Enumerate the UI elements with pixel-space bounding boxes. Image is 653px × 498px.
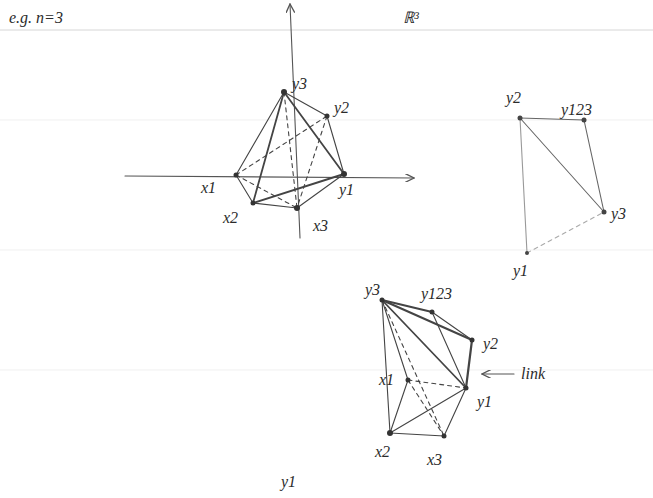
point-label: y1 [280, 474, 297, 490]
note: e.g. n=3 [8, 10, 64, 26]
point-label: x1 [378, 372, 395, 388]
point-label: y123 [420, 286, 453, 302]
point-label: x3 [312, 218, 329, 234]
point-label: y2 [505, 90, 522, 106]
point-label: x3 [426, 452, 443, 468]
point-label: y1 [476, 394, 493, 410]
point-label: x2 [374, 444, 391, 460]
point-label: y1 [338, 182, 355, 198]
point-label: y3 [364, 282, 381, 298]
point-label: y3 [610, 206, 627, 222]
space-name: ℝ³ [402, 10, 420, 26]
callout: link [520, 366, 546, 382]
point-label: y2 [333, 100, 350, 116]
point-label: x2 [222, 210, 239, 226]
point-label: x1 [200, 180, 217, 196]
point-label: y123 [560, 102, 593, 118]
point-label: y1 [512, 263, 529, 279]
point-label: y3 [291, 76, 308, 92]
point-label: y2 [482, 336, 499, 352]
